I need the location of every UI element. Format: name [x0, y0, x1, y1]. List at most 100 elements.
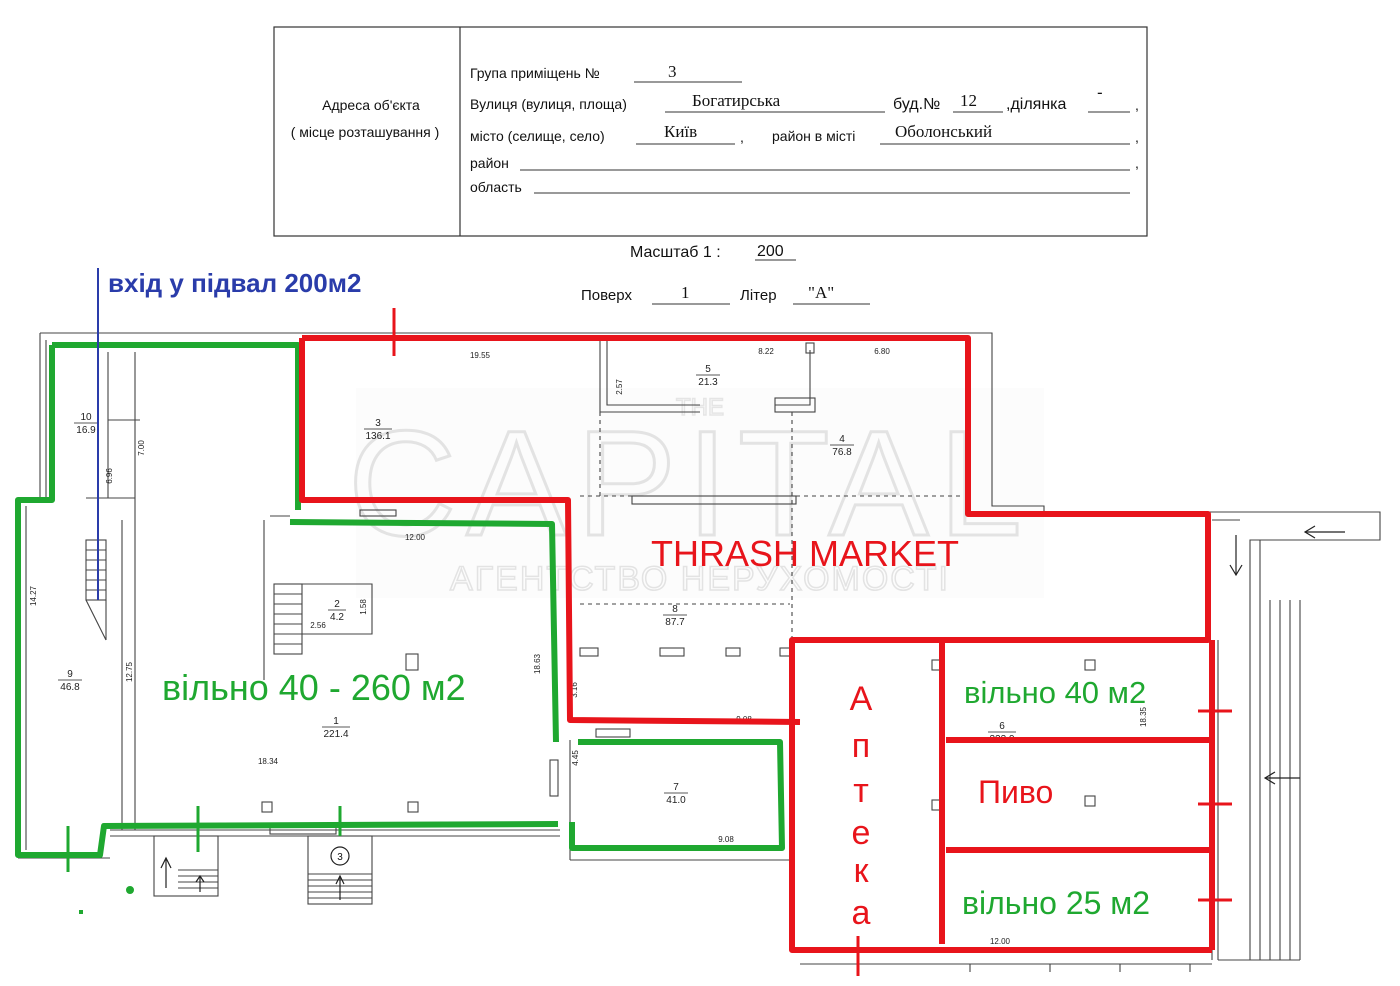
thrash-market-label: THRASH MARKET — [651, 533, 959, 574]
room-3: 3 136.1 — [364, 418, 392, 442]
room-8-area: 87.7 — [665, 617, 685, 628]
scale-value: 200 — [757, 243, 784, 260]
dim-12-00: 12.00 — [405, 533, 426, 542]
plot-label: ,ділянка — [1006, 96, 1067, 113]
watermark: THE CAPITAL АГЕНТСТВО НЕРУХОМОСТІ — [346, 388, 1044, 599]
green-outline-left — [15, 345, 559, 858]
city-value: Київ — [664, 122, 697, 141]
dim-1-58: 1.58 — [359, 599, 368, 615]
room-3-id: 3 — [375, 418, 381, 429]
dim-18-34: 18.34 — [258, 757, 279, 766]
floor-value: 1 — [681, 283, 690, 302]
room-9: 9 46.8 — [58, 669, 82, 693]
group-label: Група приміщень № — [470, 65, 600, 81]
floor-label: Поверх — [581, 287, 632, 304]
room-5-area: 21.3 — [698, 377, 718, 388]
room-2: 2 4.2 — [328, 599, 346, 623]
room-9-area: 46.8 — [60, 682, 80, 693]
room-5: 5 21.3 — [696, 364, 720, 388]
dim-2-57: 2.57 — [615, 379, 624, 395]
comma-2: , — [740, 129, 744, 145]
comma-3: , — [1135, 129, 1139, 145]
pharmacy-letter-6: а — [852, 894, 871, 932]
green-mark — [79, 910, 83, 914]
dim-9-08-bottom: 9.08 — [718, 835, 734, 844]
letter-value: "А" — [808, 283, 834, 302]
room-8: 8 87.7 — [663, 604, 687, 628]
room-2-id: 2 — [334, 599, 340, 610]
building-value: 12 — [960, 91, 977, 110]
dim-2-56: 2.56 — [310, 621, 326, 630]
room-4-id: 4 — [839, 434, 845, 445]
free-large-label: вільно 40 - 260 м2 — [162, 667, 466, 708]
watermark-brand: CAPITAL — [348, 399, 1032, 567]
city-label: місто (селище, село) — [470, 128, 605, 144]
room-3-area: 136.1 — [365, 431, 390, 442]
dim-8-22: 8.22 — [758, 347, 774, 356]
room-10-id: 10 — [80, 412, 92, 423]
dim-4-45: 4.45 — [571, 750, 580, 766]
entrance-marker — [330, 846, 350, 866]
room-8-id: 8 — [672, 604, 678, 615]
green-outline-top — [52, 342, 301, 510]
district-label: район — [470, 155, 509, 171]
city-district-value: Оболонський — [895, 122, 992, 141]
room-10-area: 16.9 — [76, 425, 96, 436]
pharmacy-letter-1: А — [850, 680, 873, 718]
group-value: 3 — [668, 62, 677, 81]
street-value: Богатирська — [692, 91, 781, 110]
dim-12-75: 12.75 — [125, 661, 134, 682]
pharmacy-label: А п т е к а — [850, 680, 873, 932]
comma-1: , — [1135, 97, 1139, 113]
dim-18-63: 18.63 — [533, 653, 542, 674]
room-7-area: 41.0 — [666, 795, 686, 806]
entrance-marker-label: 3 — [337, 852, 343, 863]
dim-3-16: 3.16 — [570, 682, 579, 698]
scale-label: Масштаб 1 : — [630, 244, 721, 261]
green-outline-room7 — [569, 739, 785, 851]
watermark-the: THE — [676, 394, 724, 421]
building-label: буд.№ — [893, 96, 940, 113]
dim-12-00-bottom: 12.00 — [990, 937, 1011, 946]
free-40-label: вільно 40 м2 — [964, 675, 1146, 710]
pharmacy-letter-4: е — [852, 814, 871, 852]
room-7-id: 7 — [673, 782, 679, 793]
basement-label: вхід у підвал 200м2 — [108, 268, 361, 298]
room-7: 7 41.0 — [664, 782, 688, 806]
room-4: 4 76.8 — [830, 434, 854, 458]
pharmacy-letter-3: т — [853, 772, 869, 810]
room-5-id: 5 — [705, 364, 711, 375]
green-outline-mid — [289, 519, 559, 743]
watermark-sub: АГЕНТСТВО НЕРУХОМОСТІ — [450, 560, 950, 598]
green-outlines — [15, 342, 785, 872]
address-table: Адреса об'єкта ( місце розташування ) Гр… — [273, 26, 1148, 237]
room-1-id: 1 — [333, 716, 339, 727]
city-district-label: район в місті — [772, 128, 855, 144]
dim-7-00: 7.00 — [137, 440, 146, 456]
dim-18-35: 18.35 — [1139, 706, 1148, 727]
room-4-area: 76.8 — [832, 447, 852, 458]
street-label: Вулиця (вулиця, площа) — [470, 96, 627, 112]
red-outlines — [299, 308, 1232, 976]
room-1: 1 221.4 — [322, 716, 350, 740]
comma-4: , — [1135, 155, 1139, 171]
pharmacy-letter-5: к — [854, 852, 870, 890]
letter-label: Літер — [740, 287, 777, 304]
room-6-id: 6 — [999, 721, 1005, 732]
dim-6-80: 6.80 — [874, 347, 890, 356]
room-10: 10 16.9 — [74, 412, 98, 436]
red-outline-left — [299, 338, 801, 725]
free-25-label: вільно 25 м2 — [962, 885, 1150, 921]
pharmacy-letter-2: п — [852, 727, 870, 765]
room-2-area: 4.2 — [330, 612, 344, 623]
dim-19-55: 19.55 — [470, 351, 491, 360]
green-dot — [126, 886, 134, 894]
address-sublabel: ( місце розташування ) — [291, 124, 440, 140]
room-9-id: 9 — [67, 669, 73, 680]
region-label: область — [470, 179, 522, 195]
beer-label: Пиво — [978, 774, 1053, 810]
dim-6-96: 6.96 — [105, 468, 114, 484]
red-outline-main — [302, 335, 1212, 953]
dim-14-27: 14.27 — [29, 585, 38, 606]
